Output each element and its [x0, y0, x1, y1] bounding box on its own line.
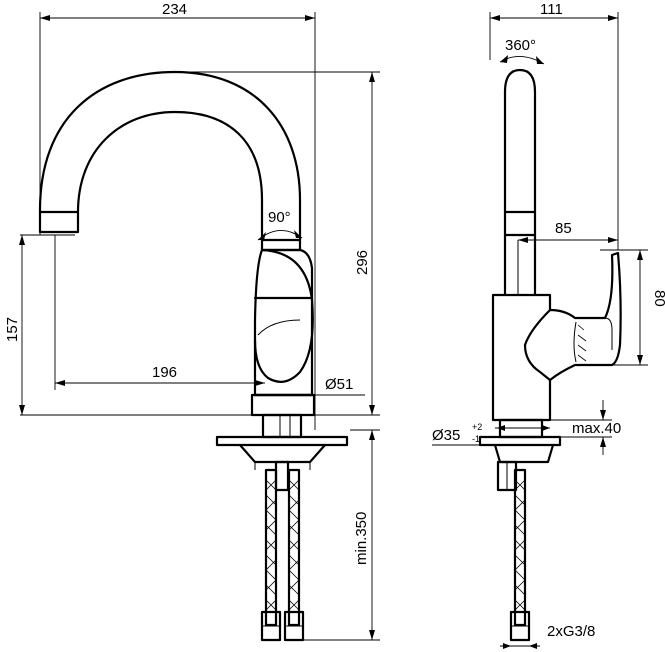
base-rosette: [250, 393, 316, 417]
label-hole-diameter: Ø35: [432, 427, 460, 444]
label-min-hose-length: min.350: [353, 512, 370, 565]
front-view: 234 296 157 196 Ø51 90° min.350: [4, 1, 380, 642]
side-body: [491, 293, 552, 422]
label-overall-width: 234: [162, 1, 187, 18]
side-dimension-lines: [432, 15, 643, 649]
side-view: 111 360° 85 80 Ø35 +2 -1 max.40 2xG3/8: [432, 1, 665, 649]
label-spout-height: 157: [4, 317, 21, 342]
label-hole-tol-plus: +2: [472, 422, 482, 432]
label-spout-swivel: 90°: [268, 209, 291, 226]
side-lever: [548, 251, 622, 382]
label-lever-height: 80: [651, 290, 665, 307]
label-overall-depth: 111: [540, 1, 563, 18]
label-lever-depth: 85: [555, 220, 572, 237]
side-hose: [509, 468, 531, 642]
label-body-diameter: Ø51: [325, 376, 353, 393]
lever-handle: [253, 248, 314, 383]
spout-outer: [38, 70, 302, 252]
side-spout: [503, 68, 537, 297]
label-spout-reach: 196: [152, 364, 177, 381]
flexible-hoses: [260, 468, 305, 642]
front-extension-lines: [20, 12, 380, 641]
label-rotation: 360°: [505, 37, 536, 54]
front-dimension-lines: [19, 15, 375, 640]
counter-plate: [215, 435, 349, 447]
label-overall-height: 296: [354, 250, 371, 275]
fixing-bracket: [238, 443, 327, 464]
label-hole-tol-minus: -1: [472, 434, 480, 444]
label-connection-thread: 2xG3/8: [547, 623, 595, 640]
label-max-thickness: max.40: [572, 420, 621, 437]
